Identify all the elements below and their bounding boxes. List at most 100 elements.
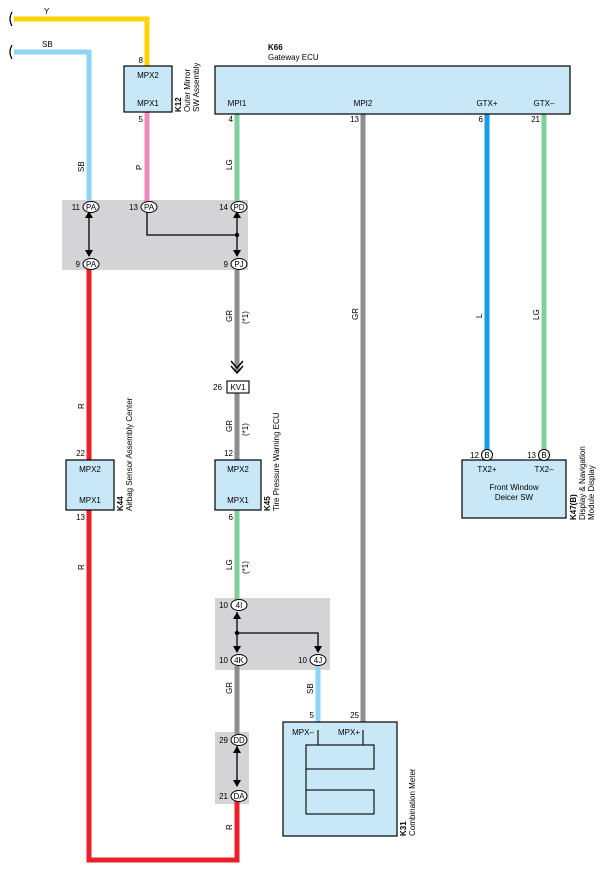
kv1-pin: 26 <box>213 383 222 392</box>
svg-text:4J: 4J <box>314 656 322 665</box>
wire-label-sb-vertical: SB <box>77 161 86 172</box>
k66-pin-gtxp: 6 <box>479 115 484 124</box>
connector-pd-14: PD 14 <box>219 201 248 213</box>
k12-pin-top: 8 <box>139 56 144 65</box>
k66-pin-mpi2: 13 <box>350 115 359 124</box>
k12-term-mpx2: MPX2 <box>137 71 159 80</box>
svg-text:PD: PD <box>233 203 244 212</box>
k47-code: K47(B) <box>569 494 578 520</box>
k66-name: Gateway ECU <box>268 53 319 62</box>
k12-name-line2: SW Assembly <box>192 63 201 112</box>
connector-pa-9: PA 9 <box>76 258 100 270</box>
kv1-code: KV1 <box>230 383 246 392</box>
k47-name-line2: Module Display <box>587 465 596 520</box>
k45-term-mpx2: MPX2 <box>227 465 249 474</box>
wire-label-lg-tire: LG <box>225 559 234 570</box>
svg-text:4I: 4I <box>236 601 243 610</box>
k12-outer-mirror-box <box>123 65 173 113</box>
k45-code: K45 <box>263 496 272 511</box>
k45-pin-top: 12 <box>224 449 233 458</box>
connector-4j-10: 4J 10 <box>298 654 327 666</box>
svg-text:10: 10 <box>219 601 228 610</box>
k31-code: K31 <box>399 821 408 836</box>
k31-term-mpxp: MPX+ <box>338 728 360 737</box>
svg-text:PJ: PJ <box>234 260 243 269</box>
jb2-splice-dot <box>234 630 240 636</box>
wire-label-l-gtxp: L <box>475 313 484 318</box>
k44-airbag-box <box>65 459 115 511</box>
connector-da-21: DA 21 <box>219 790 248 802</box>
k12-pin-bottom: 5 <box>139 115 144 124</box>
k45-tire-pressure-box <box>214 459 262 511</box>
connector-pj-9: PJ 9 <box>224 258 248 270</box>
k66-term-gtxm: GTX– <box>534 99 555 108</box>
k66-term-mpi1: MPI1 <box>228 99 247 108</box>
jb1-splice-dot <box>234 232 240 238</box>
svg-text:21: 21 <box>219 792 228 801</box>
svg-text:9: 9 <box>76 260 81 269</box>
k47-name-line1: Display & Navigation <box>578 446 587 520</box>
k44-term-mpx1: MPX1 <box>79 496 101 505</box>
svg-text:9: 9 <box>224 260 229 269</box>
svg-text:14: 14 <box>219 203 228 212</box>
k44-term-mpx2: MPX2 <box>79 465 101 474</box>
k66-term-gtxp: GTX+ <box>476 99 497 108</box>
connector-pa-13: PA 13 <box>129 201 158 213</box>
wire-label-lg-gtxm: LG <box>532 309 541 320</box>
k31-pin-left: 5 <box>310 711 315 720</box>
wire-label-sb-top: SB <box>42 40 53 49</box>
k66-pin-mpi1: 4 <box>229 115 234 124</box>
connector-4i-10: 4I 10 <box>219 599 248 611</box>
k66-code: K66 <box>268 43 283 52</box>
k45-term-mpx1: MPX1 <box>227 496 249 505</box>
k44-pin-top: 22 <box>76 449 85 458</box>
k47-term-tx2m: TX2– <box>534 465 554 474</box>
k31-term-mpxm: MPX– <box>292 728 314 737</box>
svg-text:PA: PA <box>144 203 155 212</box>
k45-name: Tire Pressure Warning ECU <box>272 412 281 511</box>
wire-break-icon <box>9 11 13 60</box>
svg-text:B: B <box>541 451 546 460</box>
wire-label-gr-mpi2: GR <box>351 308 360 320</box>
svg-text:DD: DD <box>233 736 245 745</box>
k31-combination-meter-box <box>282 721 398 837</box>
wire-r-bottom <box>86 510 240 863</box>
wire-label-y-top: Y <box>44 7 50 16</box>
k47-inner-line2: Deicer SW <box>495 493 534 502</box>
wire-label-lg-tire-note: (*1) <box>241 561 250 574</box>
wire-label-sb-4j: SB <box>306 683 315 694</box>
k12-name-line1: Outer Mirror <box>183 69 192 112</box>
connector-k47-b-12: B 12 <box>470 449 493 461</box>
svg-text:PA: PA <box>86 203 97 212</box>
k44-name: Airbag Sensor Assembly Center <box>125 397 134 511</box>
svg-text:29: 29 <box>219 736 228 745</box>
connector-4k-10: 4K 10 <box>219 654 248 666</box>
wire-y-top <box>14 16 150 66</box>
svg-text:13: 13 <box>527 451 536 460</box>
k12-term-mpx1: MPX1 <box>137 99 159 108</box>
svg-text:12: 12 <box>470 451 479 460</box>
k44-pin-bottom: 13 <box>76 513 85 522</box>
k66-gateway-ecu-box <box>214 65 571 115</box>
wire-label-r-airbag-lower: R <box>77 564 86 570</box>
k31-name: Combination Meter <box>408 768 417 836</box>
svg-text:4K: 4K <box>234 656 244 665</box>
svg-text:PA: PA <box>86 260 97 269</box>
wire-label-r-airbag-upper: R <box>77 403 86 409</box>
k47-inner-line1: Front Window <box>489 483 539 492</box>
k31-inner-block-upper <box>305 744 375 770</box>
connector-dd-29: DD 29 <box>219 734 248 746</box>
k66-pin-gtxm: 21 <box>531 115 540 124</box>
wire-label-gr-lower-note: (*1) <box>241 423 250 436</box>
k45-pin-bottom: 6 <box>229 513 234 522</box>
wire-sb-top <box>14 49 92 202</box>
k47-term-tx2p: TX2+ <box>477 465 497 474</box>
svg-text:13: 13 <box>129 203 138 212</box>
wire-label-r-bottom: R <box>225 824 234 830</box>
wire-label-gr-lower: GR <box>225 420 234 432</box>
wire-label-lg-mpi1: LG <box>225 159 234 170</box>
svg-text:11: 11 <box>72 203 81 212</box>
k44-code: K44 <box>116 496 125 511</box>
connector-k47-b-13: B 13 <box>527 449 550 461</box>
